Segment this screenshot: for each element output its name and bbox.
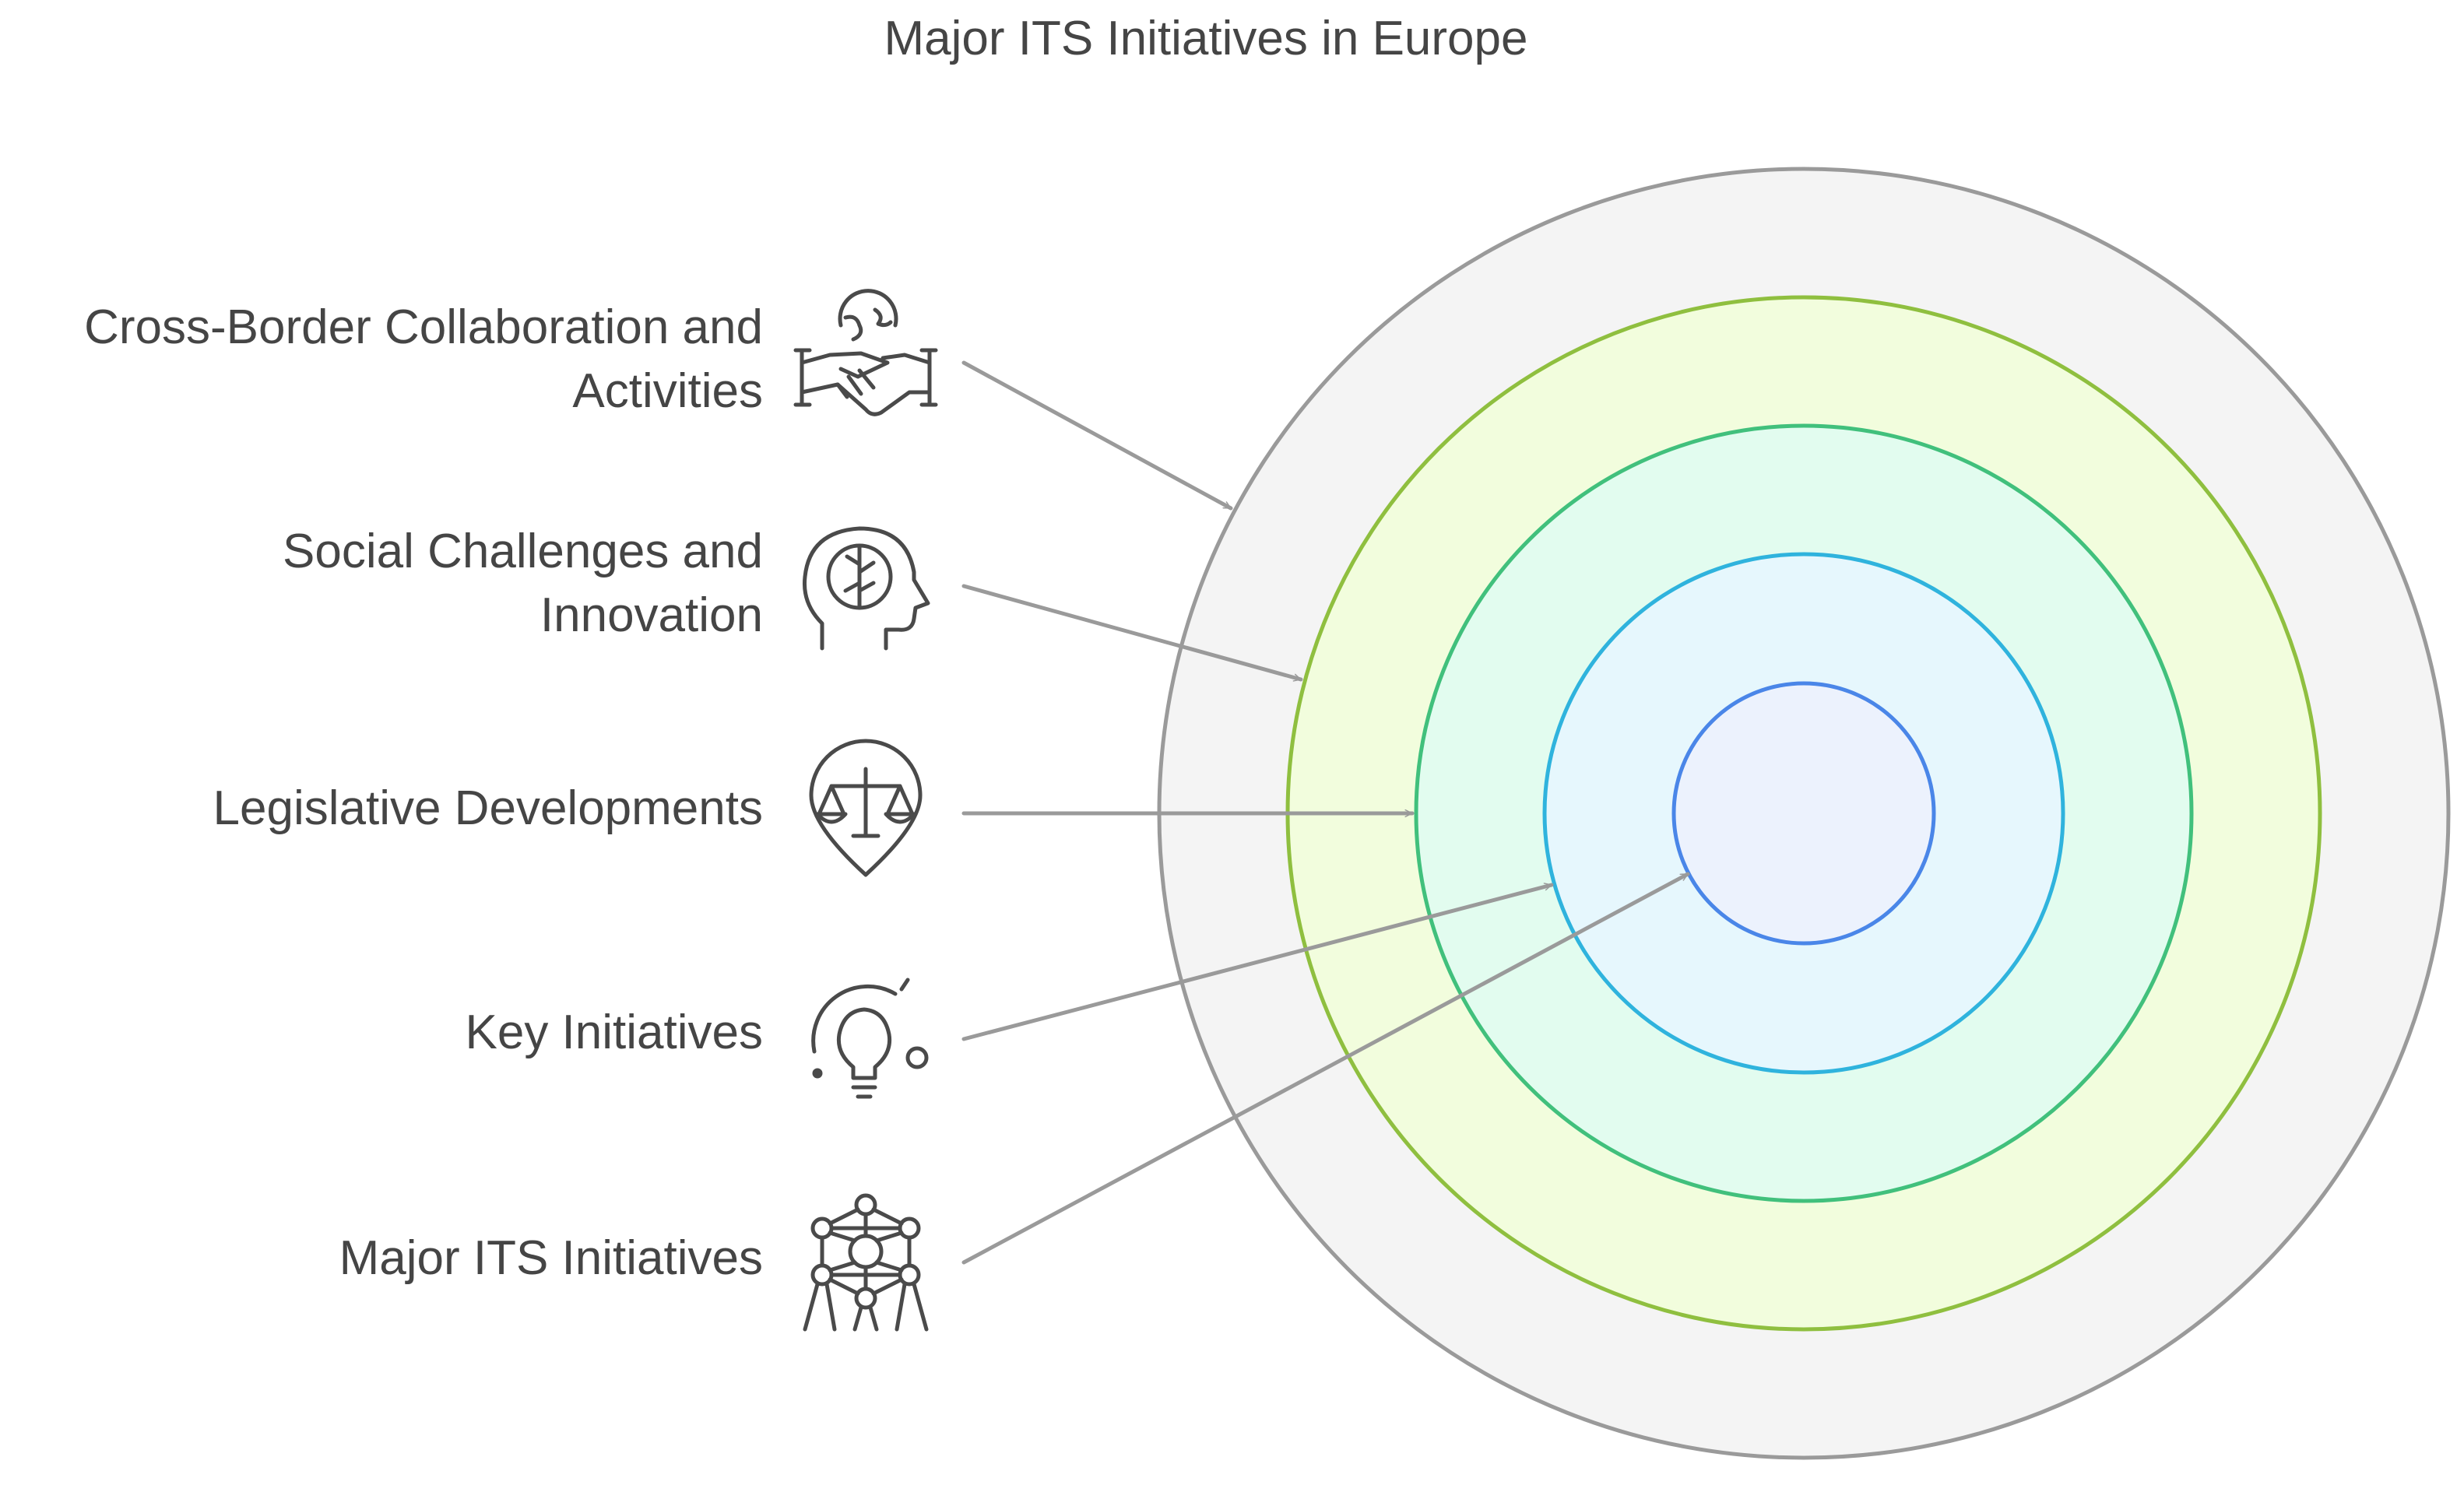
label-legislative-developments: Legislative Developments: [0, 777, 764, 841]
label-major-its-initiatives: Major ITS Initiatives: [0, 1227, 763, 1290]
label-line: Legislative Developments: [213, 781, 764, 835]
ring-major-its-initiatives: [1671, 681, 1936, 946]
diagram-title: Major ITS Initiatives in Europe: [884, 12, 1528, 65]
head-brain-icon: [802, 526, 930, 651]
lightbulb-icon: [811, 978, 929, 1099]
arrow-cross-border-collaboration: [961, 360, 1233, 511]
arrow-major-its-initiatives: [961, 872, 1690, 1265]
label-line: Activities: [572, 364, 763, 418]
label-line: Major ITS Initiatives: [339, 1231, 763, 1285]
arrow-key-initiatives: [961, 883, 1554, 1041]
label-line: Social Challenges and: [283, 525, 763, 578]
label-key-initiatives: Key Initiatives: [0, 1001, 763, 1065]
label-line: Cross-Border Collaboration and: [84, 300, 763, 354]
label-line: Key Initiatives: [465, 1006, 763, 1059]
atomium-icon: [803, 1193, 929, 1332]
label-cross-border-collaboration: Cross-Border Collaboration and Activitie…: [0, 296, 763, 423]
handshake-globe-icon: [793, 289, 938, 416]
label-line: Innovation: [540, 588, 763, 642]
scales-pin-icon: [809, 739, 923, 877]
label-social-challenges: Social Challenges and Innovation: [0, 520, 763, 648]
arrow-social-challenges: [961, 584, 1303, 682]
